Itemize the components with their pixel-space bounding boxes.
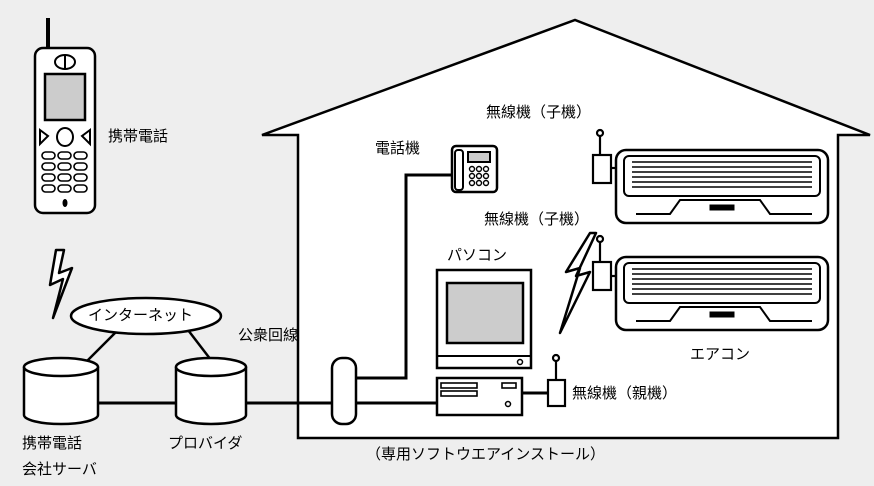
splitter-box — [330, 356, 358, 426]
desk-telephone-icon — [450, 144, 499, 194]
public-line-label: 公衆回線 — [238, 326, 299, 344]
internet-cloud — [69, 296, 223, 336]
provider-server-icon — [174, 356, 248, 426]
wireless-child-unit-icon — [591, 128, 620, 185]
pc-monitor-icon — [435, 268, 533, 370]
air-conditioner-label: エアコン — [690, 345, 751, 363]
lightning-bolt-icon — [558, 231, 598, 335]
air-conditioner-icon — [614, 255, 830, 332]
mobile-phone-label: 携帯電話 — [108, 127, 169, 145]
telephone-label: 電話機 — [375, 139, 421, 157]
air-conditioner-icon — [614, 148, 830, 225]
wireless-parent-unit-icon — [546, 353, 567, 408]
wireless-parent-label: 無線機（親機） — [572, 384, 678, 402]
mobile-phone-icon — [33, 18, 97, 215]
company-server-label-line2: 会社サーバ — [22, 460, 97, 478]
company-server-label-line1: 携帯電話 — [22, 434, 83, 452]
company-server-icon — [22, 356, 100, 426]
lightning-bolt-icon — [48, 248, 74, 320]
house-outline — [261, 18, 871, 440]
pc-label: パソコン — [447, 246, 508, 264]
wireless-child-label-1: 無線機（子機） — [486, 103, 592, 121]
provider-label: プロバイダ — [168, 434, 243, 452]
internet-links — [85, 329, 212, 363]
pc-base-unit-icon — [435, 376, 524, 417]
connection-lines — [98, 173, 548, 405]
wireless-child-label-2: 無線機（子機） — [484, 210, 590, 228]
dedicated-software-label: （専用ソフトウエアインストール） — [366, 445, 605, 463]
wireless-child-unit-icon — [591, 234, 620, 292]
internet-label: インターネット — [88, 306, 194, 324]
